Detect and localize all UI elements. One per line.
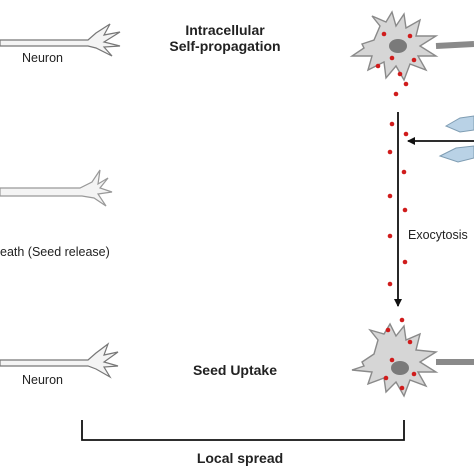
- local-spread-label: Local spread: [196, 450, 284, 466]
- intracellular-line1: Intracellular: [185, 22, 265, 38]
- seed-particle-icon: [399, 385, 405, 391]
- neuron-cell-bottom-icon: [351, 322, 474, 398]
- neuron-bottom-label: Neuron: [22, 373, 63, 387]
- nucleus-icon: [391, 361, 409, 375]
- seed-particle-icon: [387, 193, 393, 199]
- death-label: eath (Seed release): [0, 245, 110, 259]
- intracellular-label: Intracellular Self-propagation: [150, 22, 300, 54]
- seed-particle-icon: [387, 149, 393, 155]
- neuron-outline-dying-icon: [0, 169, 113, 207]
- seed-particle-icon: [397, 71, 403, 77]
- seed-particle-icon: [387, 281, 393, 287]
- seed-particle-icon: [403, 81, 409, 87]
- seed-particle-icon: [381, 31, 387, 37]
- local-spread-bracket: [81, 420, 405, 441]
- seed-particle-icon: [401, 169, 407, 175]
- seed-particle-icon: [411, 371, 417, 377]
- seed-particle-icon: [402, 259, 408, 265]
- nucleus-icon: [389, 39, 407, 53]
- glia-icon: [438, 115, 474, 163]
- intracellular-line2: Self-propagation: [169, 38, 281, 54]
- seed-particles: [375, 31, 417, 391]
- seed-particle-icon: [385, 327, 391, 333]
- neuron-top-label: Neuron: [22, 51, 63, 65]
- seed-particle-icon: [407, 339, 413, 345]
- seed-particle-icon: [389, 357, 395, 363]
- seed-particle-icon: [411, 57, 417, 63]
- seed-particle-icon: [399, 317, 405, 323]
- seed-particle-icon: [402, 207, 408, 213]
- seed-particle-icon: [375, 63, 381, 69]
- neuron-outline-top-icon: [0, 23, 121, 57]
- seed-particle-icon: [387, 233, 393, 239]
- seed-particle-icon: [407, 33, 413, 39]
- seed-particle-icon: [403, 131, 409, 137]
- seed-particle-icon: [389, 121, 395, 127]
- exocytosis-label: Exocytosis: [408, 228, 468, 242]
- seed-particle-icon: [383, 375, 389, 381]
- seed-particle-icon: [389, 55, 395, 61]
- neuron-cell-top-icon: [349, 10, 474, 82]
- seed-particle-icon: [393, 91, 399, 97]
- seed-uptake-label: Seed Uptake: [192, 362, 278, 378]
- neuron-outline-bottom-icon: [0, 342, 119, 379]
